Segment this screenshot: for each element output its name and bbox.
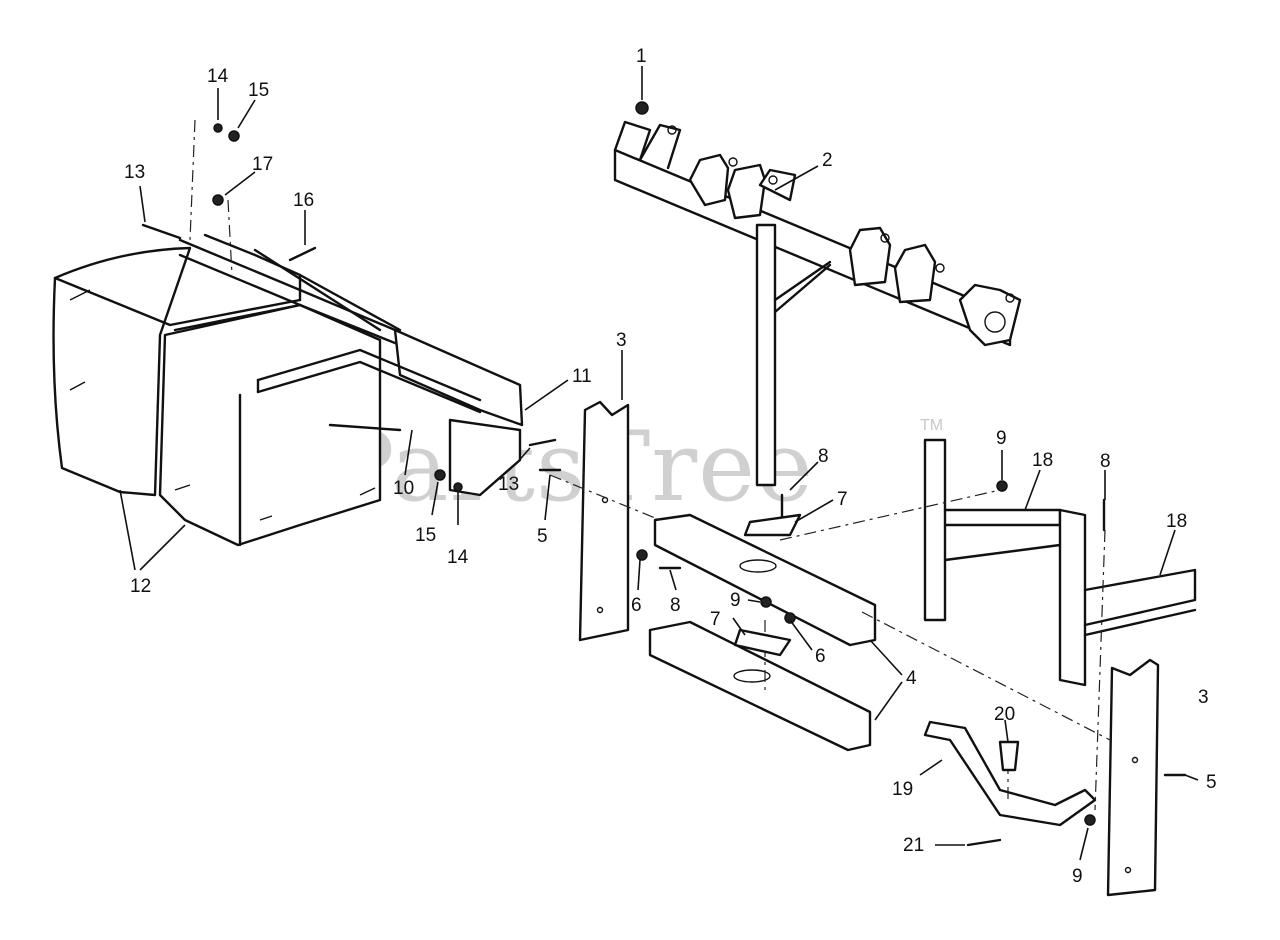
callout-10: 10	[393, 478, 414, 499]
nut-6-right	[784, 612, 796, 624]
callout-16: 16	[293, 190, 314, 211]
grass-bags	[52, 246, 382, 547]
callout-21: 21	[903, 835, 924, 856]
bag-frame	[178, 233, 524, 497]
nut-17	[212, 194, 224, 206]
callout-3-left: 3	[616, 330, 627, 351]
leader-lines	[119, 66, 1199, 861]
callout-14-top: 14	[207, 66, 229, 87]
nut-15-top	[228, 130, 240, 142]
hex-nut-1	[635, 101, 649, 115]
callout-9-top: 9	[996, 428, 1007, 449]
pin-21	[966, 838, 1002, 847]
watermark: PartsTree TM	[330, 411, 943, 523]
callout-15-lower: 15	[415, 525, 436, 546]
left-upright	[578, 400, 630, 642]
callout-5-right: 5	[1206, 772, 1217, 793]
washer-14-top	[213, 123, 223, 133]
callout-8-right: 8	[1100, 451, 1111, 472]
right-upright	[1106, 658, 1160, 897]
lower-bracket	[923, 720, 1097, 827]
callout-6-left: 6	[631, 595, 642, 616]
callout-13-left: 13	[124, 162, 145, 183]
callout-9-mid: 9	[730, 590, 741, 611]
cross-channels	[648, 513, 877, 752]
callout-18-top: 18	[1032, 450, 1053, 471]
callout-3-right: 3	[1198, 687, 1209, 708]
rear-brackets	[923, 438, 1197, 687]
nut-9-top	[996, 480, 1008, 492]
callout-1: 1	[636, 46, 647, 67]
callout-17: 17	[252, 154, 273, 175]
watermark-trademark: TM	[920, 417, 943, 434]
bolt-16	[288, 246, 317, 262]
callout-9-bottom: 9	[1072, 866, 1083, 887]
callout-8-top: 8	[818, 446, 829, 467]
nut-9-bottom	[1084, 814, 1096, 826]
callout-20: 20	[994, 704, 1015, 725]
callout-4: 4	[906, 668, 917, 689]
callout-12: 12	[130, 576, 151, 597]
callout-19: 19	[892, 779, 913, 800]
bumper-20	[998, 740, 1020, 772]
nut-15-lower	[434, 469, 446, 481]
upper-mount-bracket	[613, 120, 1022, 487]
washer-14-lower	[453, 482, 463, 492]
watermark-text: PartsTree	[330, 411, 814, 523]
callout-6-right: 6	[815, 646, 826, 667]
nut-6-left	[636, 549, 648, 561]
hardware	[141, 101, 1187, 847]
plate-7-lower	[733, 628, 792, 657]
callout-2: 2	[822, 150, 833, 171]
callout-14-lower: 14	[447, 547, 469, 568]
callout-7-lower: 7	[710, 609, 721, 630]
callout-7-top: 7	[837, 489, 848, 510]
callout-18-right: 18	[1166, 511, 1187, 532]
callout-13-right: 13	[498, 474, 519, 495]
callout-8-lower: 8	[670, 595, 681, 616]
plate-7-top	[743, 513, 802, 537]
callout-15-top: 15	[248, 80, 269, 101]
nut-9-mid	[760, 596, 772, 608]
callout-11: 11	[572, 366, 592, 387]
callout-labels: 1 2 3 3 4 5 5 6 6 7 7 8 8 8 9 9 9 10 11 …	[124, 46, 1217, 887]
bolt-13-right	[528, 438, 557, 447]
callout-5-left: 5	[537, 526, 548, 547]
bolt-13-left	[141, 223, 182, 240]
